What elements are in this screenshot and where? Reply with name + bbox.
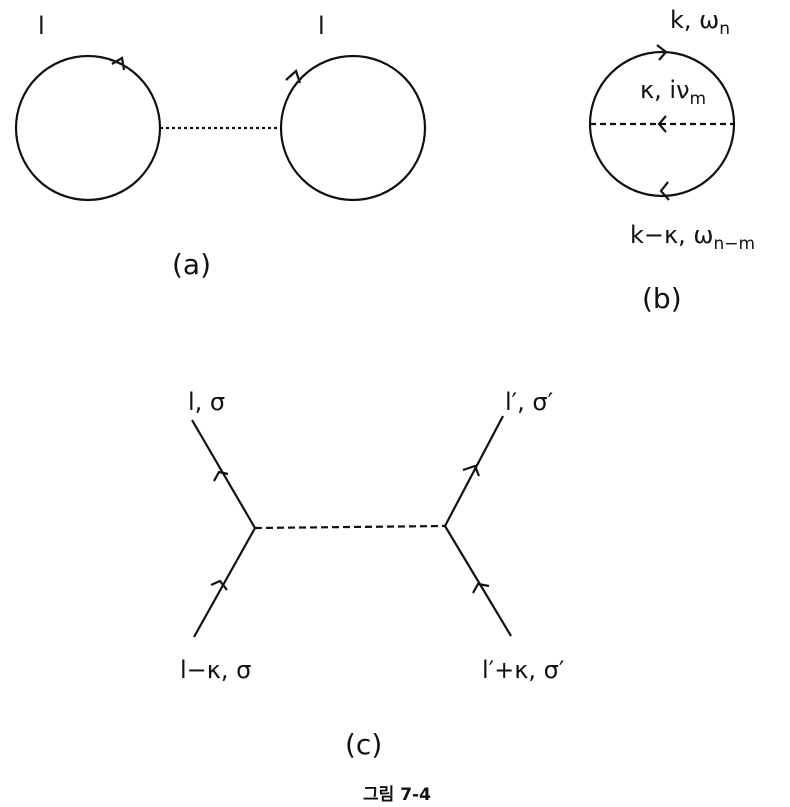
caption-b: (b)	[642, 282, 682, 315]
label-a-right: l	[318, 12, 325, 40]
arrow-icon	[285, 69, 302, 84]
arrow-icon	[213, 470, 229, 482]
label-sub: n−m	[713, 233, 756, 254]
label-b-bottom: k−κ, ωn−m	[630, 223, 755, 253]
arrow-icon	[462, 464, 481, 477]
label-sub: m	[689, 88, 707, 109]
label-text: κ, iν	[640, 76, 690, 104]
fermion-line	[444, 415, 504, 527]
figure-caption: 그림 7-4	[363, 785, 431, 805]
fermion-line	[193, 527, 256, 638]
label-c-bottom-right: l′+κ, σ′	[482, 656, 565, 684]
fermion-line	[444, 525, 512, 637]
label-b-mid: κ, iνm	[640, 78, 706, 108]
label-c-top-left: l, σ	[188, 388, 226, 416]
label-sub: n	[719, 18, 731, 39]
arrow-icon	[472, 582, 490, 594]
label-text: k−κ, ω	[630, 221, 714, 249]
label-text: k, ω	[670, 6, 720, 34]
arrow-icon	[111, 56, 126, 71]
arrow-icon	[657, 115, 667, 133]
arrow-icon	[656, 44, 668, 61]
caption-c: (c)	[345, 728, 383, 761]
label-c-top-right: l′, σ′	[505, 388, 554, 416]
arrow-icon	[210, 579, 228, 591]
label-b-top: k, ωn	[670, 8, 730, 38]
label-a-left: l	[38, 12, 45, 40]
loop-a-right	[279, 54, 427, 202]
label-c-bottom-left: l−κ, σ	[180, 656, 252, 684]
loop-a-left	[14, 54, 162, 202]
arrow-icon	[659, 181, 670, 201]
interaction-line-c	[254, 524, 446, 530]
caption-a: (a)	[172, 248, 212, 281]
